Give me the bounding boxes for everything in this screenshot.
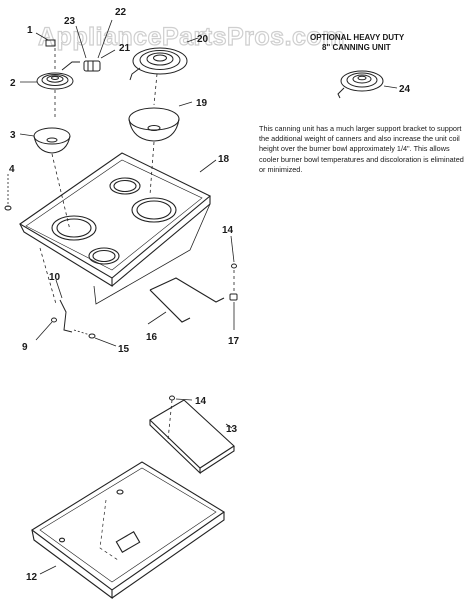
part-1-clip: [36, 33, 55, 46]
callout-18: 18: [218, 154, 230, 165]
callout-20: 20: [197, 34, 209, 45]
part-12-base-pan: [32, 462, 224, 598]
callout-22: 22: [115, 7, 127, 18]
callout-24: 24: [399, 84, 411, 95]
callout-3: 3: [10, 130, 16, 141]
callout-12: 12: [26, 572, 38, 583]
callout-21: 21: [119, 43, 131, 54]
part-14-screw-lower: [168, 396, 192, 440]
callout-4: 4: [9, 164, 15, 175]
part-16-support-rod: [148, 278, 224, 324]
callout-23: 23: [64, 16, 76, 27]
part-24-canning-unit-element: [338, 71, 397, 98]
part-23-connector: [76, 26, 86, 58]
optional-unit-title-line1: OPTIONAL HEAVY DUTY: [310, 33, 405, 42]
optional-unit-title-line2: 8" CANNING UNIT: [322, 43, 391, 52]
callout-15: 15: [118, 344, 130, 355]
callout-1: 1: [27, 25, 33, 36]
part-2-surface-element-small: [20, 48, 80, 120]
callout-14-lower: 14: [195, 396, 207, 407]
watermark-text: AppliancePartsPros.com: [38, 23, 345, 51]
part-19-drip-bowl-large: [129, 102, 192, 195]
part-20-surface-element-large: [130, 38, 198, 105]
callout-13: 13: [226, 424, 238, 435]
part-17-clip: [230, 294, 237, 330]
callout-19: 19: [196, 98, 208, 109]
part-13-cover-plate: [150, 400, 234, 473]
part-9-screw: [36, 318, 57, 340]
part-14-screw-upper: [231, 236, 237, 292]
callout-10: 10: [49, 272, 61, 283]
callout-2: 2: [10, 78, 16, 89]
callout-14-upper: 14: [222, 225, 234, 236]
callout-17: 17: [228, 336, 240, 347]
part-15-screw: [74, 330, 116, 346]
part-22-wire: [98, 20, 112, 58]
callout-16: 16: [146, 332, 158, 343]
callout-9: 9: [22, 342, 28, 353]
canning-unit-description: This canning unit has a much larger supp…: [259, 124, 464, 174]
part-21-terminal-block: [84, 50, 115, 71]
part-18-main-top: [20, 153, 216, 304]
part-4-screw: [5, 174, 11, 210]
part-10-hinge: [40, 248, 72, 332]
part-3-drip-bowl-small: [20, 128, 70, 230]
